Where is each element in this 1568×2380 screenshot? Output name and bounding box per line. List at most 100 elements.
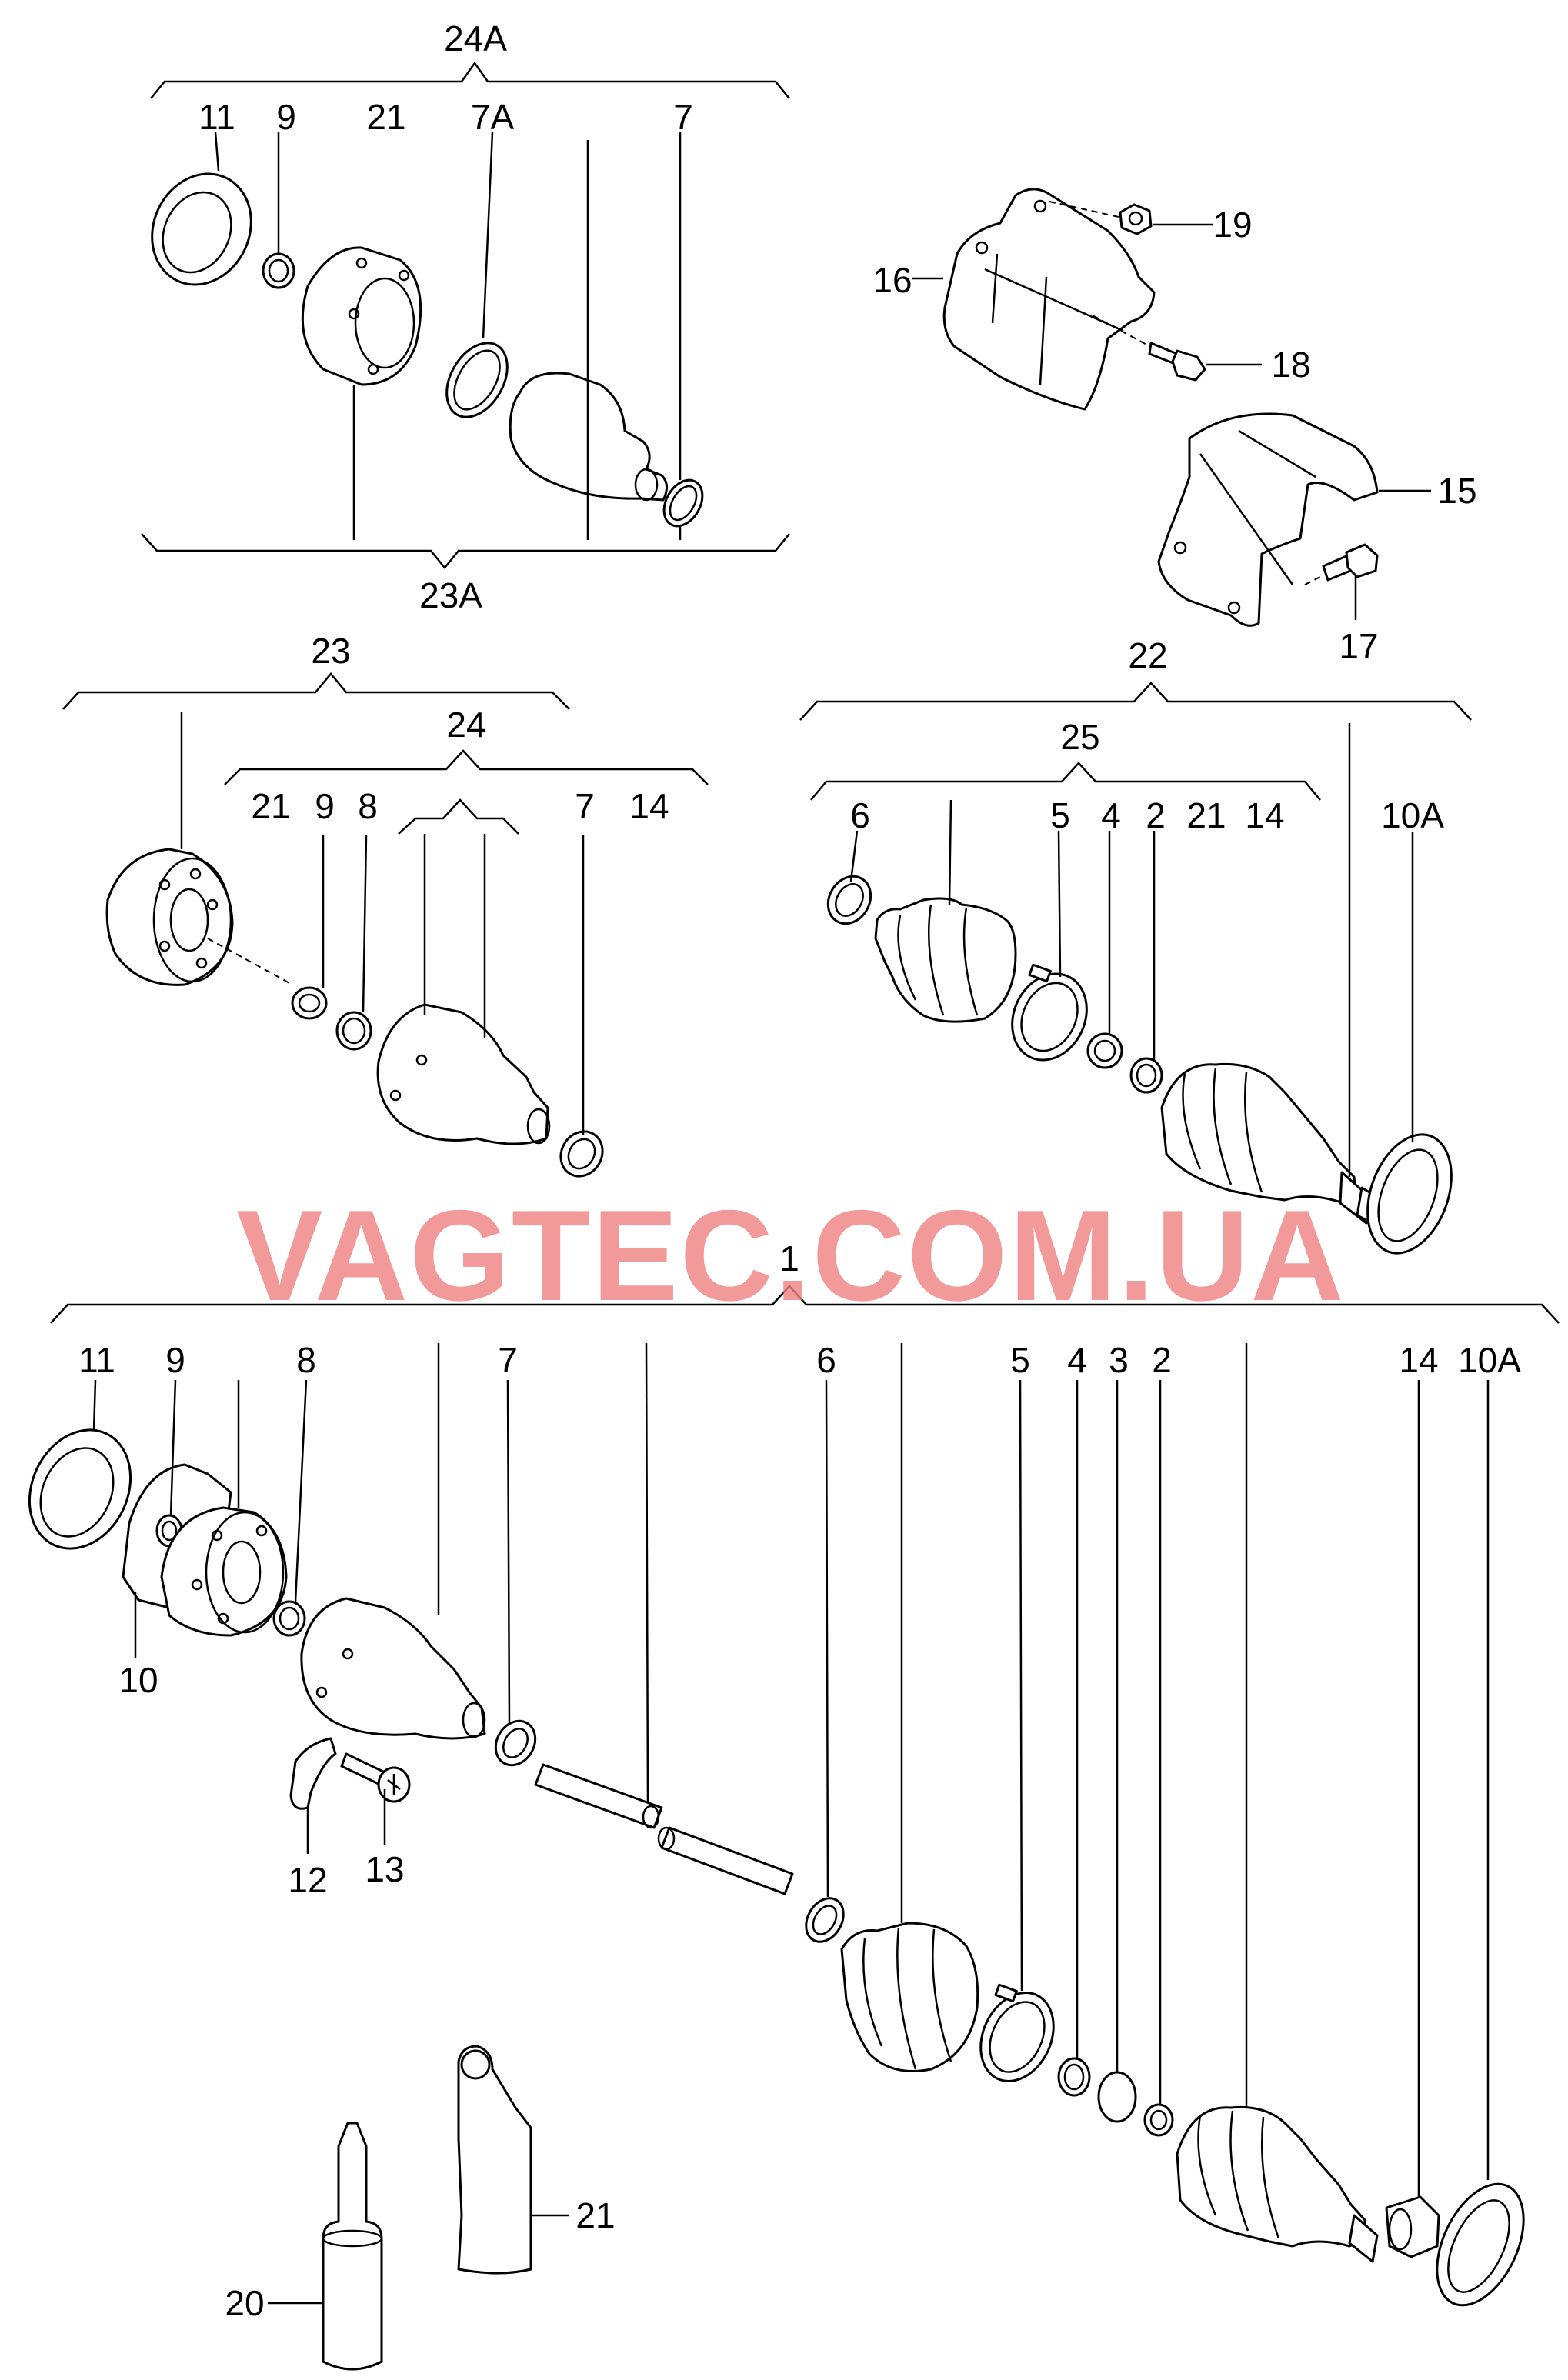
sealant-tube-20 (322, 2122, 383, 2371)
bracket-25 (810, 762, 1321, 801)
heat-shield-16 (942, 188, 1156, 411)
callout-21-d: 21 (575, 2195, 615, 2235)
boot-inner-d (300, 1597, 486, 1740)
group-1-full-driveshaft: 1 11 9 8 7 6 5 4 3 2 14 10A 10 12 13 (28, 1238, 1560, 2307)
boot-24 (376, 1003, 551, 1145)
bracket-23A (141, 533, 790, 569)
callout-23A: 23A (419, 575, 482, 615)
callout-21-c: 21 (1186, 795, 1226, 835)
consumables-group: 20 21 (225, 2045, 616, 2371)
callout-16: 16 (872, 260, 912, 300)
callout-1: 1 (779, 1238, 799, 1278)
callout-7-b: 7 (575, 786, 595, 826)
callout-4-c: 4 (1101, 795, 1121, 835)
callout-20: 20 (225, 2283, 264, 2323)
callout-14-c: 14 (1245, 795, 1284, 835)
callout-25: 25 (1060, 717, 1099, 757)
bracket-1 (50, 1285, 1560, 1324)
nut-19 (1119, 203, 1153, 235)
nut-14-d (1385, 2195, 1440, 2258)
bracket-24A (150, 61, 790, 99)
callout-8-b: 8 (358, 786, 378, 826)
callout-4-d: 4 (1067, 1340, 1087, 1380)
bolt-17 (1322, 543, 1379, 582)
callout-10: 10 (118, 1660, 158, 1700)
callout-7-d: 7 (498, 1340, 518, 1380)
lock-plate-12 (289, 1737, 337, 1810)
callout-11-d: 11 (78, 1340, 115, 1380)
callout-2-d: 2 (1152, 1340, 1172, 1380)
callout-24: 24 (446, 705, 485, 745)
callout-24A: 24A (444, 18, 507, 58)
bolt-18 (1148, 342, 1206, 382)
callout-11: 11 (199, 97, 235, 137)
callout-10A-c: 10A (1381, 795, 1444, 835)
callout-14-d: 14 (1399, 1340, 1438, 1380)
clamp-7-d (494, 1719, 537, 1767)
callout-3: 3 (1109, 1340, 1129, 1380)
clamp-7A (445, 342, 509, 418)
circlip-9-b (291, 986, 328, 1020)
heat-shield-group: 16 19 18 15 17 (872, 188, 1477, 666)
cv-joint-housing (301, 246, 422, 386)
bracket-24 (224, 749, 709, 785)
callout-8-d: 8 (296, 1340, 316, 1380)
group-22-25: 22 25 6 5 4 2 21 14 10A (799, 635, 1472, 1255)
clamp-6-d (805, 1897, 845, 1943)
callout-6-c: 6 (850, 795, 870, 835)
boot-25 (874, 897, 1017, 1023)
callout-22: 22 (1128, 635, 1167, 675)
callout-5-d: 5 (1010, 1340, 1030, 1380)
callout-21: 21 (366, 97, 405, 137)
seal-10A-d (1436, 2182, 1525, 2307)
cv-joint-23 (105, 848, 234, 986)
group-23-24: 23 24 21 9 8 7 14 (62, 631, 709, 1178)
bracket-22 (799, 682, 1472, 721)
watermark: VAGTEC.COM.UA (236, 1183, 1346, 1328)
callout-17: 17 (1339, 626, 1378, 666)
callout-23: 23 (311, 631, 350, 671)
callout-19: 19 (1213, 205, 1252, 245)
callout-21-b: 21 (251, 786, 290, 826)
spacer-3 (1097, 2071, 1137, 2123)
circlip-4-d (1057, 2057, 1091, 2097)
clamp-5-c (1011, 963, 1088, 1062)
callout-10A-d: 10A (1458, 1340, 1521, 1380)
boot-outer-d (840, 1922, 979, 2072)
seal-10A-c (1366, 1133, 1453, 1255)
shaft (534, 1763, 794, 1895)
heat-shield-15 (1157, 412, 1379, 627)
callout-9-d: 9 (165, 1340, 185, 1380)
clamp-7-b (559, 1130, 604, 1178)
callout-6-d: 6 (816, 1340, 836, 1380)
group-24A-23A: 24A 23A 11 9 21 7A 7 (141, 18, 790, 615)
washer-8-b (335, 1011, 372, 1051)
seal-ring-11-d (28, 1428, 132, 1550)
callout-13: 13 (365, 1849, 404, 1889)
callout-9: 9 (276, 97, 296, 137)
clamp-5-d (979, 1983, 1055, 2082)
callout-7A: 7A (471, 97, 515, 137)
seal-ring-11 (151, 172, 252, 286)
callout-18: 18 (1271, 345, 1310, 385)
callout-15: 15 (1437, 471, 1476, 511)
inner-cv-joint-d (160, 1506, 288, 1637)
callout-7: 7 (673, 97, 693, 137)
circlip-2-c (1129, 1057, 1163, 1094)
circlip-2-d (1143, 2103, 1174, 2137)
bracket-23 (62, 672, 570, 710)
callout-14-b: 14 (629, 786, 669, 826)
circlip-4-c (1086, 1032, 1123, 1069)
callout-2-c: 2 (1146, 795, 1166, 835)
outer-cv-joint-d (1176, 2105, 1379, 2263)
callout-5-c: 5 (1050, 795, 1070, 835)
clamp-7 (662, 478, 704, 528)
grease-pack-21 (457, 2045, 532, 2275)
washer-8-d (272, 1600, 306, 1637)
bolt-13 (340, 1752, 411, 1803)
circlip-9 (262, 252, 295, 289)
callout-12: 12 (288, 1860, 327, 1900)
clamp-6-c (826, 875, 872, 925)
